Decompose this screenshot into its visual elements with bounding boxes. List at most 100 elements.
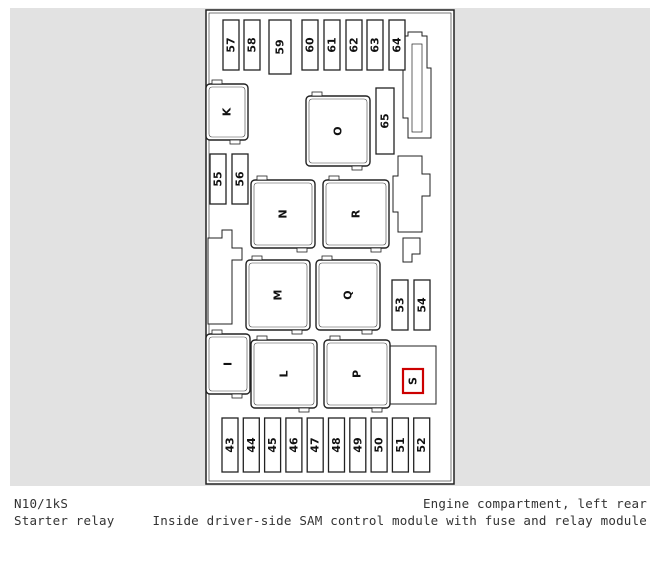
- relay-label-N: N: [277, 209, 290, 218]
- relay-tab-R: [370, 247, 382, 253]
- relay-R: [322, 179, 390, 249]
- component-code: N10/1kS: [14, 496, 69, 511]
- fuse-62: [345, 19, 363, 71]
- fuse-49: [349, 417, 367, 473]
- relay-inner-Q: [318, 262, 378, 328]
- fuse-64: [388, 19, 406, 71]
- relay-inner-M: [248, 262, 308, 328]
- fuse-label-62: 62: [348, 37, 361, 52]
- fuse-label-54: 54: [416, 297, 429, 313]
- fuse-61: [323, 19, 341, 71]
- fuse-48: [327, 417, 346, 473]
- fuse-label-56: 56: [234, 171, 247, 187]
- relay-label-K: K: [221, 107, 234, 116]
- relay-label-M: M: [272, 290, 285, 301]
- relay-L: [250, 339, 318, 409]
- relay-inner-K: [208, 86, 246, 138]
- component-name: Starter relay: [14, 513, 115, 528]
- fuse-43: [221, 417, 239, 473]
- relay-tab-O: [351, 165, 363, 171]
- fuse-label-43: 43: [224, 437, 237, 452]
- fuse-label-47: 47: [309, 437, 322, 452]
- relay-tab-R: [328, 175, 340, 181]
- fuse-58: [243, 19, 261, 71]
- relay-tab-Q: [361, 329, 373, 335]
- component-location: Engine compartment, left rear: [422, 496, 647, 511]
- relay-M: [245, 259, 311, 331]
- relay-tab-N: [296, 247, 308, 253]
- fuse-60: [301, 19, 319, 71]
- fuse-label-60: 60: [304, 37, 317, 53]
- relay-S-highlight: [401, 367, 425, 395]
- fuse-label-55: 55: [212, 171, 225, 186]
- relay-tab-P: [329, 335, 341, 341]
- relay-tab-P: [371, 407, 383, 413]
- relay-tab-M: [291, 329, 303, 335]
- fuse-label-59: 59: [274, 39, 287, 54]
- relays: [205, 79, 425, 413]
- relay-label-I: I: [222, 362, 235, 366]
- fuse-label-51: 51: [394, 437, 407, 452]
- fuse-label-65: 65: [379, 113, 392, 128]
- fuse-label-61: 61: [326, 37, 339, 52]
- fuse-51: [391, 417, 410, 473]
- fuse-label-44: 44: [245, 437, 258, 453]
- relay-inner-L: [253, 342, 315, 406]
- relay-inner-I: [208, 336, 248, 392]
- component-description: Inside driver-side SAM control module wi…: [152, 513, 647, 528]
- relay-I: [205, 333, 251, 395]
- fuse-45: [263, 417, 282, 473]
- connector-upper: [402, 31, 432, 139]
- relay-inner-P: [326, 342, 388, 406]
- relay-label-R: R: [350, 209, 363, 218]
- relay-label-P: P: [351, 370, 364, 378]
- relay-inner-O: [308, 98, 368, 164]
- fuse-label-45: 45: [266, 437, 279, 452]
- fuse-label-53: 53: [394, 297, 407, 312]
- relay-inner-R: [325, 182, 387, 246]
- relay-label-S: S: [407, 377, 420, 385]
- fuse-label-49: 49: [351, 437, 364, 452]
- connector-middle: [392, 155, 431, 233]
- relay-tab-O: [311, 91, 323, 97]
- relay-tab-K: [211, 79, 223, 85]
- fuse-label-63: 63: [369, 37, 382, 52]
- fuse-label-58: 58: [246, 37, 259, 52]
- fuses: [209, 19, 431, 473]
- relay-O: [305, 95, 371, 167]
- fuse-52: [413, 417, 431, 473]
- fuse-label-57: 57: [225, 37, 238, 52]
- fuse-label-48: 48: [330, 437, 343, 452]
- connector-small: [402, 237, 421, 263]
- relay-tab-L: [256, 335, 268, 341]
- relay-tab-M: [251, 255, 263, 261]
- relay-tab-N: [256, 175, 268, 181]
- fuse-50: [370, 417, 388, 473]
- connector-upper-slot: [411, 43, 423, 133]
- fuse-65: [375, 87, 395, 155]
- connector-left: [207, 229, 243, 325]
- relay-K: [205, 83, 249, 141]
- fuse-47: [306, 417, 324, 473]
- fuse-54: [413, 279, 431, 331]
- relay-P: [323, 339, 391, 409]
- fuse-label-64: 64: [391, 37, 404, 53]
- fuse-44: [242, 417, 260, 473]
- fuse-46: [285, 417, 303, 473]
- relay-tab-I: [211, 329, 223, 335]
- fuse-label-52: 52: [415, 437, 428, 452]
- relay-label-L: L: [278, 370, 291, 377]
- fuse-55: [209, 153, 227, 205]
- fuse-label-50: 50: [373, 437, 386, 453]
- relay-inner-N: [253, 182, 313, 246]
- relay-label-Q: Q: [342, 290, 355, 299]
- relay-tab-K: [229, 139, 241, 145]
- relay-tab-L: [298, 407, 310, 413]
- relay-Q: [315, 259, 381, 331]
- fuse-56: [231, 153, 249, 205]
- fuse-59: [268, 19, 292, 75]
- relay-label-O: O: [332, 126, 345, 135]
